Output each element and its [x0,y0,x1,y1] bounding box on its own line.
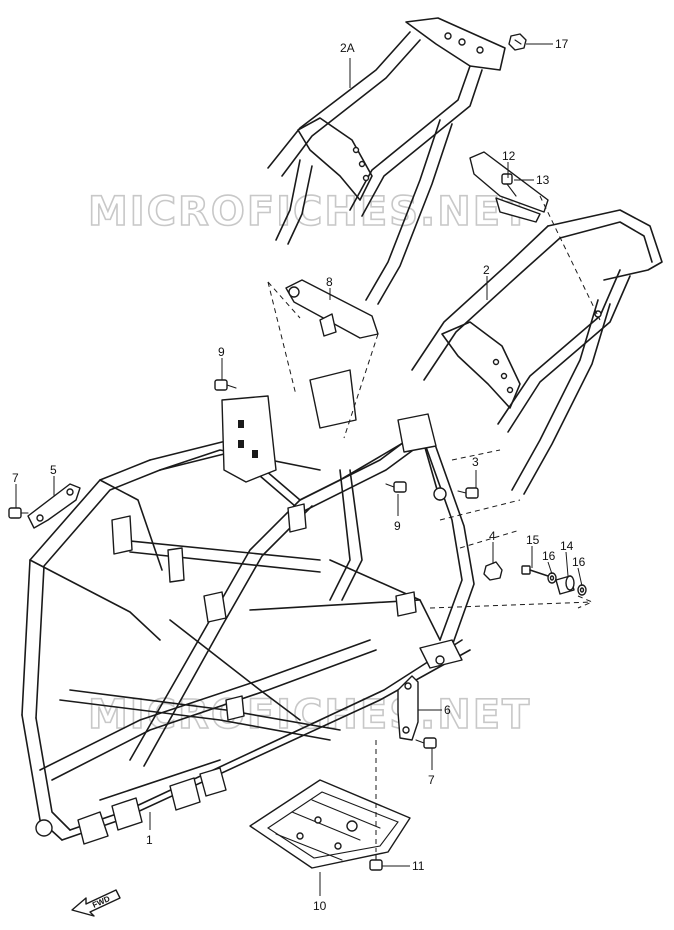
bolt-3 [457,487,479,499]
bracket-5 [27,483,81,529]
bracket-6 [397,675,419,741]
skid-plate-10 [249,779,411,869]
callout-12: 12 [502,149,516,163]
callout-3: 3 [472,455,479,469]
callout-10: 10 [313,899,327,913]
callout-2: 2 [483,263,490,277]
collar-14 [555,575,575,595]
washer-16-right [577,584,587,596]
leader-lines [15,43,583,896]
nut-17 [508,33,527,51]
callout-15: 15 [526,533,540,547]
callout-11: 11 [412,859,425,873]
rear-subframe-2 [411,209,663,495]
callout-labels: 2A 17 12 13 2 8 9 7 5 9 3 4 15 16 14 16 … [12,37,586,913]
rear-subframe-2a [267,17,506,305]
bolt-13 [501,173,517,197]
forward-arrow: FWD [71,889,121,917]
bolt-15 [521,565,549,577]
callout-5: 5 [50,463,57,477]
bolt-9-mid [385,481,407,493]
callout-9-mid: 9 [394,519,401,533]
washer-16-left [547,572,557,584]
callout-14: 14 [560,539,574,553]
callout-9-top: 9 [218,345,225,359]
callout-6: 6 [444,703,451,717]
bolt-7-right [415,737,437,749]
bolt-9-top [214,379,237,391]
main-frame-1 [21,369,475,845]
callout-7-left: 7 [12,471,19,485]
bolt-7-left [8,507,29,519]
bolt-11 [369,851,383,871]
callout-16-right: 16 [572,555,586,569]
alignment-lines [267,195,601,852]
callout-1: 1 [146,833,153,847]
watermark-top: MICROFICHES.NET [88,189,531,235]
callout-4: 4 [489,529,496,543]
callout-17: 17 [555,37,569,51]
callout-16-left: 16 [542,549,556,563]
callout-2a: 2A [340,41,355,55]
bolt-4 [483,561,503,581]
callout-13: 13 [536,173,550,187]
callout-7-right: 7 [428,773,435,787]
bracket-8 [285,279,379,339]
callout-8: 8 [326,275,333,289]
watermark-bottom: MICROFICHES.NET [88,692,531,738]
